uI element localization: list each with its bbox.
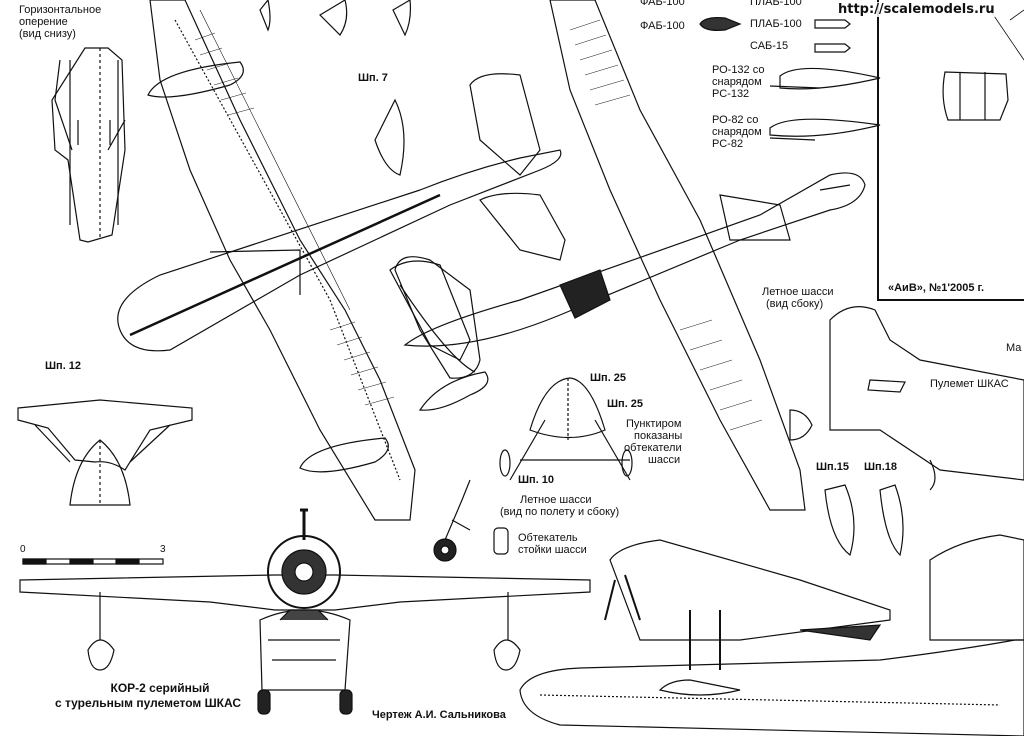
gear-front-view <box>499 377 633 481</box>
ro132-label-3: РС-132 <box>712 88 750 100</box>
frame-15-label: Шп.15 <box>816 461 849 473</box>
dotted-label-1: Пунктиром <box>626 418 682 430</box>
frame-7-label: Шп. 7 <box>358 72 388 84</box>
engine-inset <box>942 9 1024 121</box>
frame-25b-label: Шп. 25 <box>607 398 644 410</box>
horizontal-tail-label-2: оперение <box>19 16 68 28</box>
watermark-url[interactable]: http://scalemodels.ru <box>834 2 999 17</box>
dotted-label-4: шасси <box>648 454 681 466</box>
top-view-aircraft-right <box>389 0 866 511</box>
ro82-label-2: снарядом <box>712 126 762 138</box>
fairing-label-1: Обтекатель <box>518 532 578 544</box>
inset-frame <box>877 0 1024 301</box>
gear-side-label-1: Летное шасси <box>762 286 834 298</box>
frame-15-section <box>824 484 855 557</box>
frame-10-label: Шп. 10 <box>518 474 555 486</box>
gear-side-view <box>433 479 509 562</box>
plab100-top-label: ПЛАБ-100 <box>750 0 802 8</box>
dotted-label-3: обтекатели <box>624 442 682 454</box>
frame-18-label: Шп.18 <box>864 461 897 473</box>
side-view-aircraft <box>519 534 1024 736</box>
frame-12-label: Шп. 12 <box>45 360 82 372</box>
aircraft-subtitle: с турельным пулеметом ШКАС <box>54 696 242 710</box>
ro82-label-1: РО-82 со <box>712 114 759 126</box>
scale-end-label: 3 <box>160 544 166 555</box>
frame-18-section <box>879 484 904 557</box>
horizontal-tail-bottom-view <box>51 47 126 243</box>
frame-7-section <box>374 98 405 176</box>
frame-12-section <box>17 399 193 506</box>
gear-side-label-2: (вид сбоку) <box>766 298 824 310</box>
plab100-label: ПЛАБ-100 <box>750 18 802 30</box>
publication-label: «АиВ», №1'2005 г. <box>888 282 985 294</box>
gear-front-label-1: Летное шасси <box>520 494 592 506</box>
frame-25a-label: Шп. 25 <box>590 372 627 384</box>
armament-icons <box>699 17 881 141</box>
author-label: Чертеж А.И. Сальникова <box>372 709 506 721</box>
shkas-label: Пулемет ШКАС <box>930 378 1009 390</box>
sab15-label: САБ-15 <box>750 40 789 52</box>
fairing-label-2: стойки шасси <box>518 544 587 556</box>
aircraft-title: КОР-2 серийный <box>110 681 210 695</box>
dotted-label-2: показаны <box>634 430 683 442</box>
horizontal-tail-label-1: Горизонтальное <box>19 4 102 16</box>
ro132-label-1: РО-132 со <box>712 64 765 76</box>
fab100-label: ФАБ-100 <box>640 20 685 32</box>
horizontal-tail-label-3: (вид снизу) <box>19 28 76 40</box>
scale-bar <box>22 558 164 565</box>
ro132-label-2: снарядом <box>712 76 762 88</box>
scale-start-label: 0 <box>20 544 26 555</box>
tail-side-view <box>829 306 1024 491</box>
gear-front-label-2: (вид по полету и сбоку) <box>500 506 620 518</box>
top-view-aircraft-left <box>117 0 562 521</box>
ma-label: Ма <box>1006 342 1022 354</box>
fab100-top-label: ФАБ-100 <box>640 0 685 8</box>
front-view-aircraft <box>19 508 591 715</box>
ro82-label-3: РС-82 <box>712 138 744 150</box>
